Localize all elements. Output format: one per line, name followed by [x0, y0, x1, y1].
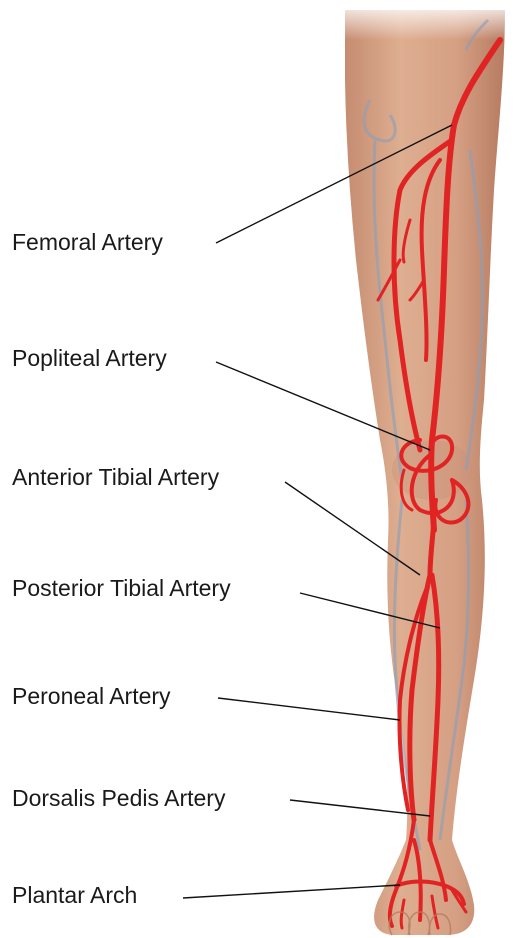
label-femoral-artery: Femoral Artery	[12, 231, 163, 254]
leader-plantar-arch	[183, 885, 400, 898]
label-popliteal-artery: Popliteal Artery	[12, 347, 167, 370]
label-anterior-tibial-artery: Anterior Tibial Artery	[12, 466, 219, 489]
label-peroneal-artery: Peroneal Artery	[12, 685, 171, 708]
label-dorsalis-pedis-artery: Dorsalis Pedis Artery	[12, 787, 225, 810]
leader-peroneal	[218, 698, 400, 720]
label-plantar-arch: Plantar Arch	[12, 884, 137, 907]
label-posterior-tibial-artery: Posterior Tibial Artery	[12, 577, 231, 600]
top-fade	[340, 0, 520, 40]
